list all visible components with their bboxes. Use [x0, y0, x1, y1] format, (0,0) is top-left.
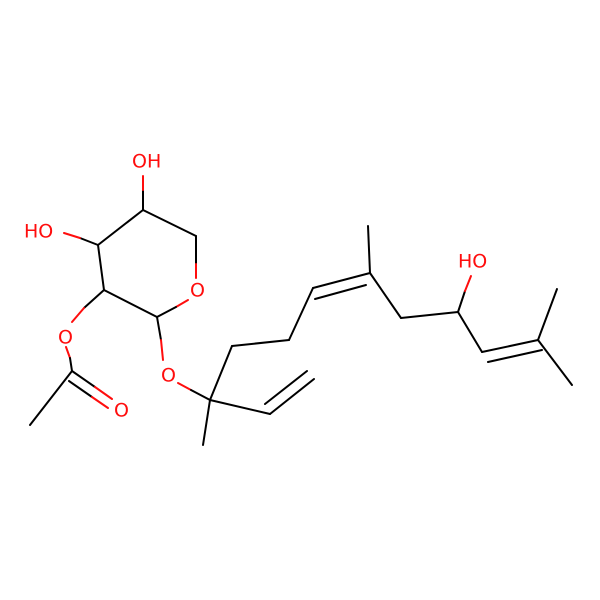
bond: [369, 272, 402, 319]
bond: [68, 380, 93, 398]
hydroxyl-label-top: OH: [132, 151, 161, 173]
bond: [312, 272, 371, 289]
hydroxyl-label-right: HO: [458, 251, 487, 273]
bond: [177, 382, 192, 391]
bond: [69, 357, 73, 372]
bond: [537, 288, 558, 341]
bond: [103, 289, 158, 318]
bond: [94, 386, 113, 400]
bond: [79, 237, 99, 246]
hydroxyl-label-left: HO: [24, 221, 53, 243]
bond: [231, 339, 290, 347]
bond: [71, 307, 85, 323]
bond: [202, 399, 211, 446]
bond: [464, 275, 472, 292]
bond: [487, 349, 543, 363]
bond: [481, 339, 539, 353]
bond: [367, 225, 371, 274]
bond: [91, 396, 109, 409]
bond: [537, 339, 573, 386]
bond: [83, 289, 105, 309]
pyran-ring: [97, 209, 197, 318]
bond: [71, 370, 96, 388]
bond: [269, 378, 315, 415]
bond: [29, 370, 73, 426]
bond: [209, 345, 233, 401]
ether-oxygen-label: O: [161, 365, 176, 387]
bond: [457, 290, 466, 313]
ring-oxygen-label: O: [190, 280, 205, 302]
bond: [142, 209, 197, 237]
bond: [65, 346, 71, 359]
bond: [97, 209, 144, 246]
bond: [209, 399, 271, 415]
ester-oxygen-label: O: [58, 327, 73, 349]
bond: [156, 316, 162, 341]
bond: [190, 389, 211, 401]
bond: [63, 232, 81, 239]
bond: [175, 299, 189, 308]
carbonyl-oxygen-label: O: [114, 400, 129, 422]
bond: [264, 370, 308, 405]
bond: [160, 339, 164, 361]
bond: [314, 284, 367, 300]
bond: [288, 287, 314, 341]
bond: [156, 306, 177, 318]
bond: [457, 311, 483, 353]
bond: [400, 311, 459, 319]
bond: [97, 244, 105, 291]
